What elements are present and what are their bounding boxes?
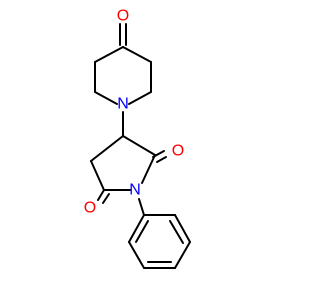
phenyl-ring xyxy=(128,214,191,269)
succinimide-ring xyxy=(90,135,167,204)
bond-n-c6 xyxy=(94,91,118,105)
carbonyl-left-bond-a xyxy=(97,189,105,201)
bond-c4-c3-imide xyxy=(90,135,124,162)
carbonyl-left-bond-b xyxy=(102,193,110,204)
bond-c5-c4 xyxy=(94,46,124,63)
bond-c5-c4-imide xyxy=(90,160,105,191)
bond-c2-n-imide xyxy=(141,154,156,184)
phenyl-bond-2 xyxy=(174,214,191,243)
phenyl-bond-5 xyxy=(128,241,145,269)
phenyl-bond-6 xyxy=(128,214,145,243)
molecule-diagram: O N O O N xyxy=(0,0,300,300)
piperidinone-ring xyxy=(94,23,152,105)
background xyxy=(0,0,300,300)
imide-nitrogen-label: N xyxy=(129,182,141,199)
piperidine-nitrogen-label: N xyxy=(117,96,129,113)
phenyl-bond-3 xyxy=(174,241,191,269)
carbonyl-right-bond-b xyxy=(156,156,167,163)
bond-c4-c3 xyxy=(122,46,152,63)
imide-left-oxygen-label: O xyxy=(84,200,96,217)
phenyl-inner-bond-c xyxy=(135,220,149,243)
bond-n-phenyl xyxy=(138,198,145,216)
imide-right-oxygen-label: O xyxy=(172,143,184,160)
bond-c3-c2-imide xyxy=(122,135,156,156)
ketone-oxygen-label: O xyxy=(117,8,129,25)
bond-c2-n xyxy=(128,91,152,105)
phenyl-inner-bond-a xyxy=(169,220,184,244)
